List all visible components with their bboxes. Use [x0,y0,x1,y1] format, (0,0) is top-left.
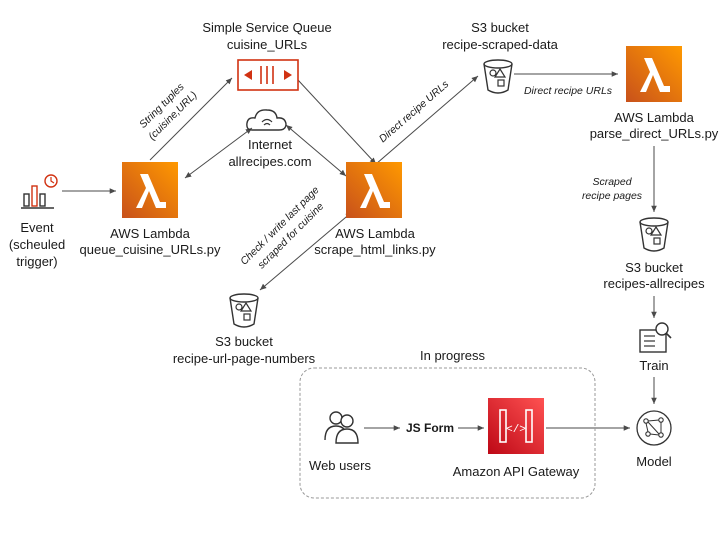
sqs-node: Simple Service Queue cuisine_URLs [202,20,332,91]
model-brain-icon [636,410,672,446]
edge-label-direct-urls-2: Direct recipe URLs [524,85,613,97]
edge-label-js-form: JS Form [406,421,454,435]
model-label: Model [636,454,672,469]
lambda-queue-label-1: AWS Lambda [110,226,190,241]
s3-bucket-icon [229,293,259,328]
s3-bucket-icon [483,59,513,94]
train-checklist-icon [639,322,672,353]
s3-scraped-node: S3 bucket recipe-scraped-data [442,20,559,94]
lambda-queue-label-2: queue_cuisine_URLs.py [80,242,221,257]
lambda-icon [346,162,402,218]
edge-label-direct-urls-1: Direct recipe URLs [377,78,452,145]
train-node: Train [639,322,672,373]
in-progress-group [299,367,596,499]
s3-pagenums-node: S3 bucket recipe-url-page-numbers [173,293,316,366]
edge-lambda-queue-to-sqs [149,77,233,161]
group-title: In progress [420,348,486,363]
s3-allrecipes-label-1: S3 bucket [625,260,683,275]
lambda-queue-node: AWS Lambda queue_cuisine_URLs.py [80,162,221,257]
web-users-node: Web users [309,411,371,473]
lambda-parse-label-1: AWS Lambda [614,110,694,125]
s3-scraped-label-1: S3 bucket [471,20,529,35]
s3-bucket-icon [639,217,669,252]
event-node: Event (scheuled trigger) [9,174,65,269]
calendar-clock-icon [21,174,58,209]
sqs-queue-icon [237,59,299,91]
api-gateway-icon [488,398,544,454]
s3-allrecipes-node: S3 bucket recipes-allrecipes [603,217,705,291]
event-label-2: (scheuled [9,237,65,252]
s3-pagenums-label-1: S3 bucket [215,334,273,349]
edge-label-scraped-pages-1: Scraped [592,176,632,188]
lambda-scrape-node: AWS Lambda scrape_html_links.py [314,162,436,257]
edge-label-scraped-pages-2: recipe pages [582,190,643,202]
sqs-label-2: cuisine_URLs [227,37,308,52]
api-gateway-label: Amazon API Gateway [453,464,580,479]
internet-label-2: allrecipes.com [228,154,311,169]
edge-lambda-scrape-to-s3-scraped [375,75,479,165]
lambda-parse-label-2: parse_direct_URLs.py [590,126,719,141]
edge-lambda-queue-internet [184,127,253,179]
lambda-scrape-label-1: AWS Lambda [335,226,415,241]
lambda-icon [122,162,178,218]
lambda-scrape-label-2: scrape_html_links.py [314,242,436,257]
lambda-icon [626,46,682,102]
lambda-parse-node: AWS Lambda parse_direct_URLs.py [590,46,719,141]
edge-lambda-scrape-s3-pagenums [259,211,353,291]
s3-pagenums-label-2: recipe-url-page-numbers [173,351,316,366]
model-node: Model [636,410,672,469]
s3-allrecipes-label-2: recipes-allrecipes [603,276,705,291]
cloud-wifi-icon [246,109,287,131]
edge-internet-to-lambda-scrape [285,124,347,177]
train-label: Train [639,358,668,373]
edge-sqs-to-lambda-scrape [297,79,377,165]
sqs-label-1: Simple Service Queue [202,20,331,35]
svg-text:</>: </> [506,424,526,436]
s3-scraped-label-2: recipe-scraped-data [442,37,558,52]
web-users-label: Web users [309,458,371,473]
internet-node: Internet allrecipes.com [228,109,312,169]
event-label-1: Event [20,220,54,235]
event-label-3: trigger) [16,254,57,269]
internet-label-1: Internet [248,137,292,152]
users-icon [324,411,359,444]
api-gateway-node: </> Amazon API Gateway [453,398,580,479]
